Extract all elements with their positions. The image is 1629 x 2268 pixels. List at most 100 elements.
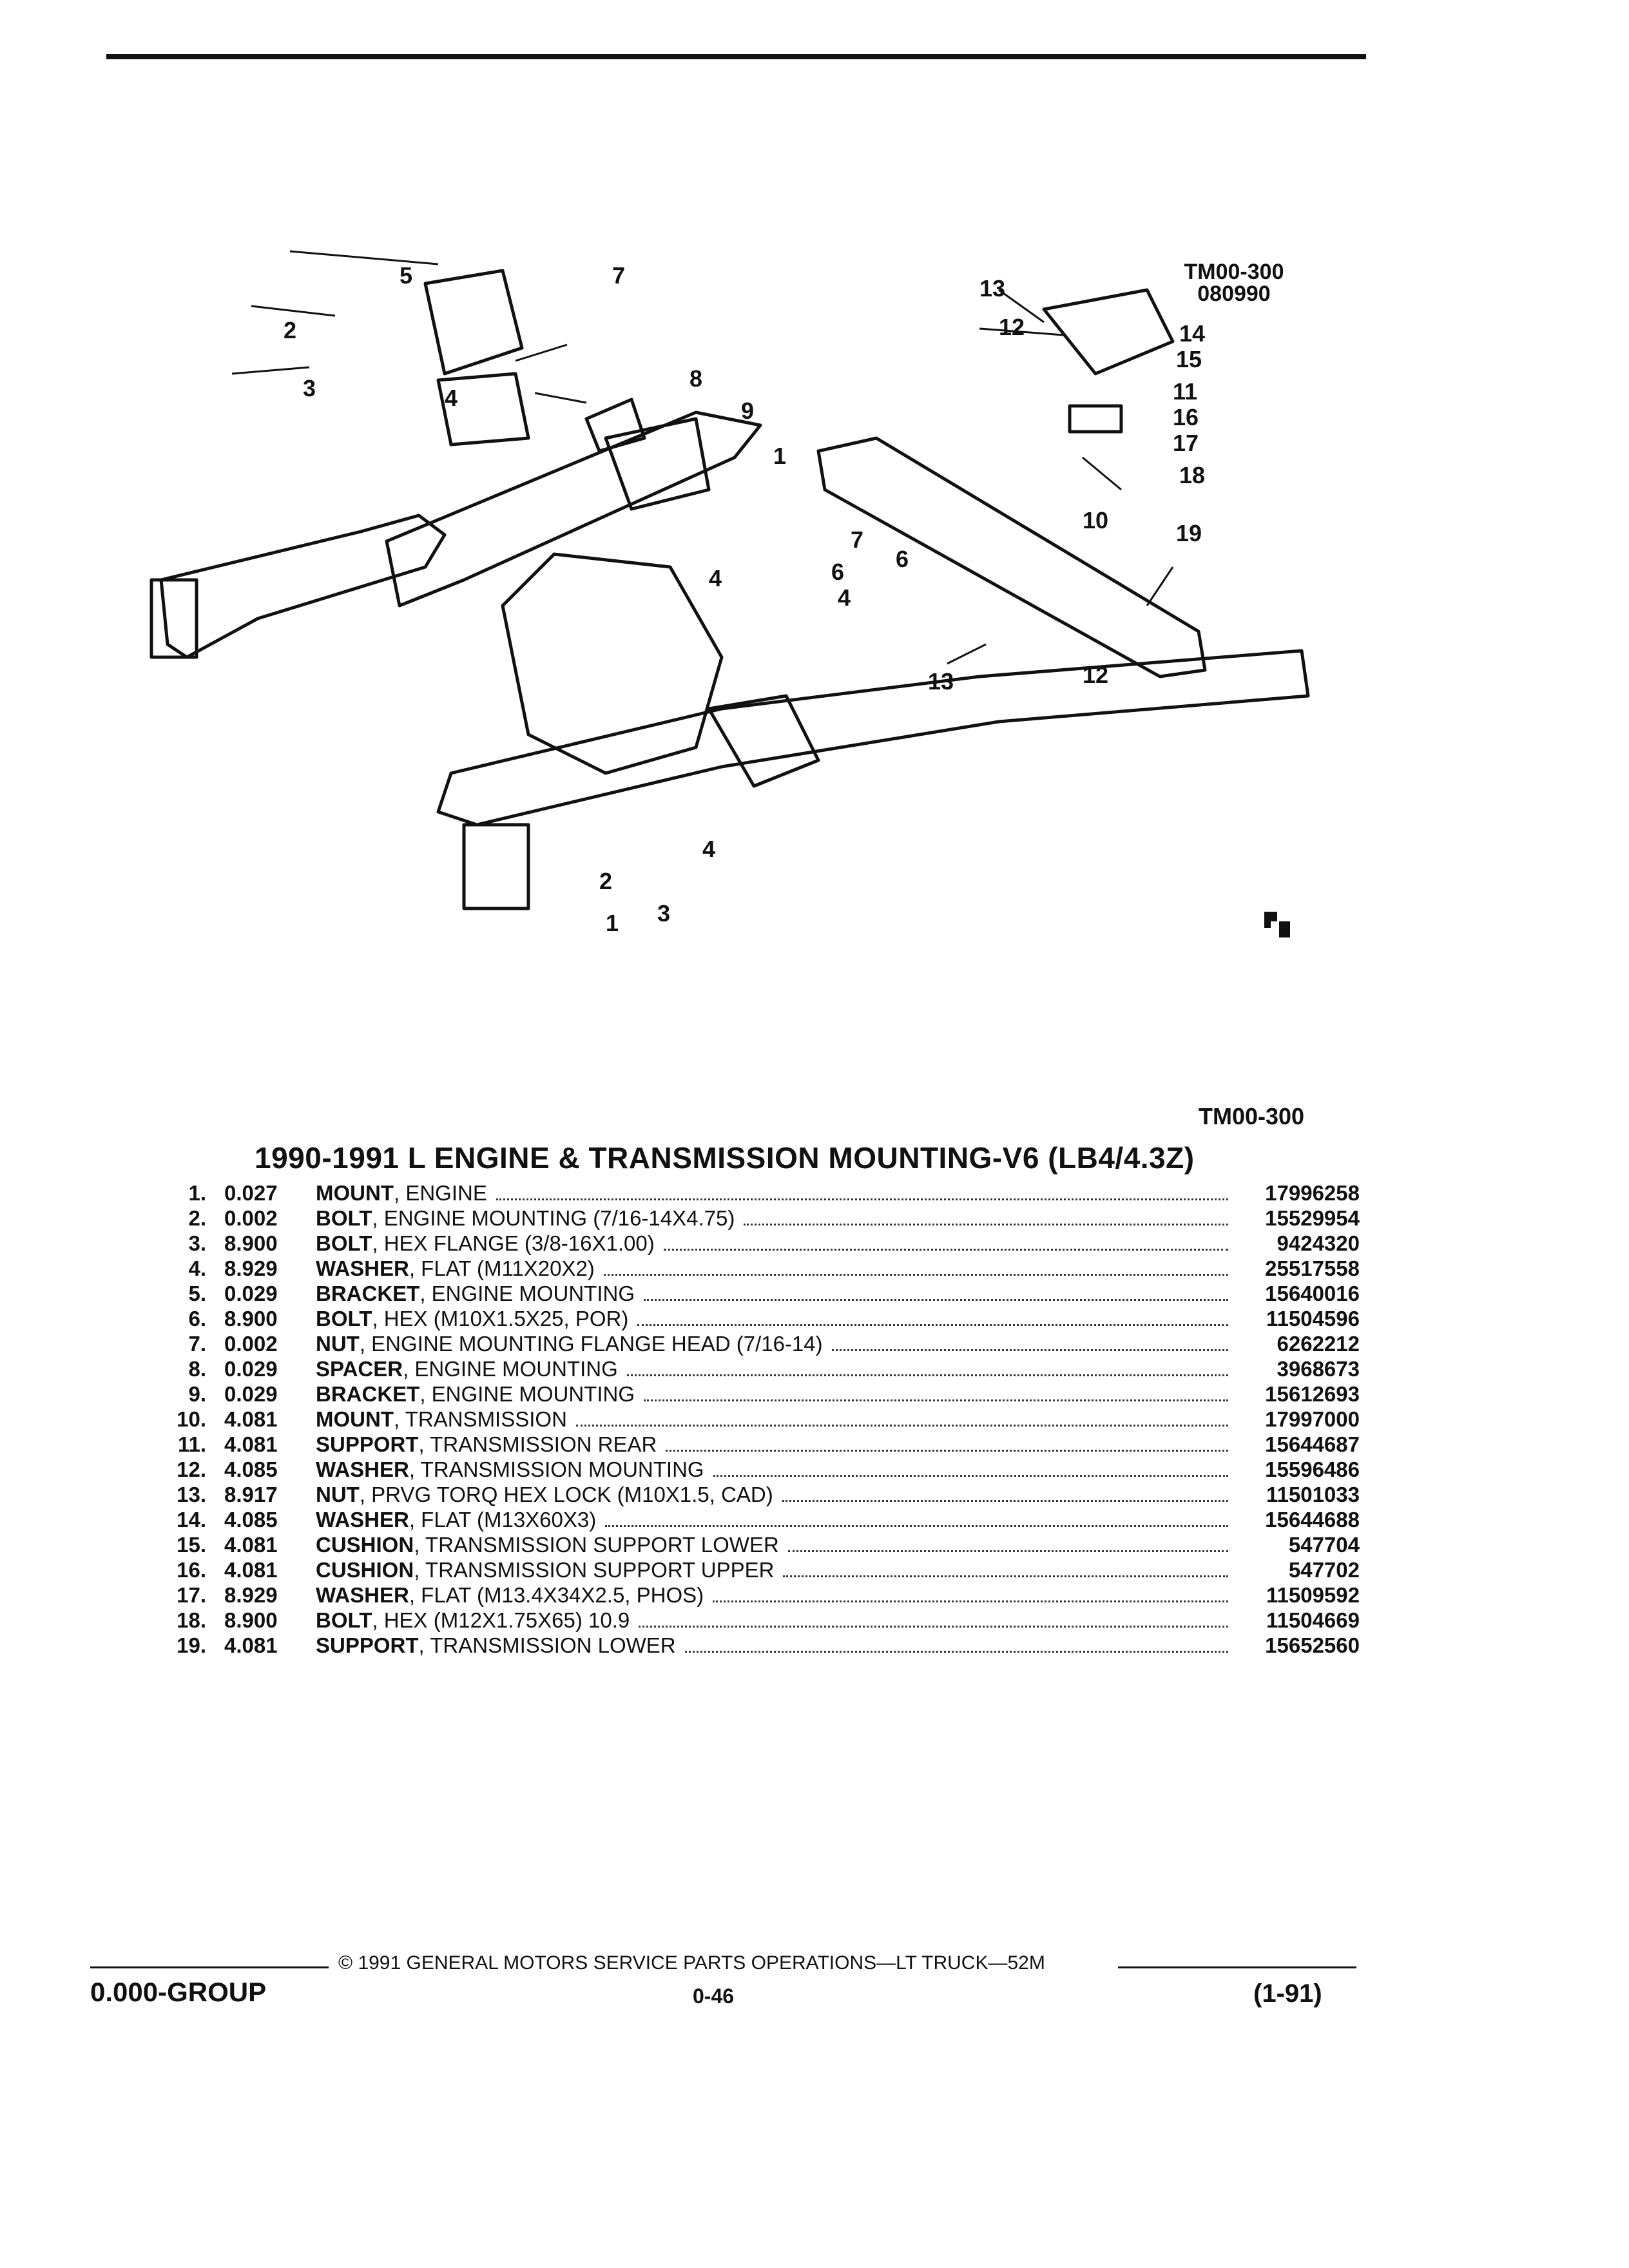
part-detail: , TRANSMISSION LOWER bbox=[418, 1633, 676, 1657]
part-item-number: 7. bbox=[188, 1332, 206, 1356]
part-item-number: 5. bbox=[188, 1282, 206, 1305]
part-detail: , FLAT (M11X20X2) bbox=[409, 1256, 595, 1280]
dot-leader bbox=[663, 1249, 1228, 1251]
callout-13b: 13 bbox=[928, 668, 954, 695]
part-item-number: 15. bbox=[177, 1533, 206, 1557]
part-group-code: 4.085 bbox=[224, 1457, 278, 1481]
diagram-code-line-2: 080990 bbox=[1197, 282, 1271, 306]
callout-14: 14 bbox=[1179, 320, 1205, 347]
part-detail: , FLAT (M13.4X34X2.5, PHOS) bbox=[409, 1583, 704, 1607]
upper-crossmember bbox=[385, 410, 762, 608]
part-group-code: 4.081 bbox=[224, 1533, 278, 1557]
part-item-number: 18. bbox=[177, 1608, 206, 1632]
part-number: 15644687 bbox=[1265, 1432, 1360, 1456]
engine-mount-lower bbox=[707, 694, 820, 788]
part-item-number: 16. bbox=[177, 1558, 206, 1582]
exploded-diagram: 1 1 2 2 3 3 4 4 4 4 5 6 6 7 7 8 9 10 11 … bbox=[142, 206, 1327, 979]
group-label: 0.000-GROUP bbox=[90, 1977, 267, 2007]
part-group-code: 0.029 bbox=[224, 1282, 278, 1305]
part-detail: , TRANSMISSION MOUNTING bbox=[409, 1457, 704, 1481]
part-number: 15596486 bbox=[1265, 1457, 1360, 1481]
part-number: 11504596 bbox=[1266, 1307, 1360, 1331]
dot-leader bbox=[783, 1575, 1228, 1577]
part-name: BOLT bbox=[316, 1206, 372, 1230]
part-detail: , FLAT (M13X60X3) bbox=[409, 1508, 597, 1532]
dot-leader bbox=[787, 1550, 1228, 1552]
frame-outline bbox=[149, 269, 1310, 910]
callout-1a: 1 bbox=[773, 443, 786, 469]
part-detail: , ENGINE MOUNTING FLANGE HEAD (7/16-14) bbox=[359, 1332, 823, 1356]
part-detail: , ENGINE MOUNTING bbox=[419, 1382, 635, 1406]
part-name: SPACER bbox=[316, 1357, 403, 1381]
callout-13a: 13 bbox=[979, 275, 1005, 302]
part-name: CUSHION bbox=[316, 1533, 414, 1557]
part-item-number: 17. bbox=[177, 1583, 206, 1607]
part-item-number: 4. bbox=[188, 1256, 206, 1280]
part-group-code: 0.027 bbox=[224, 1181, 278, 1205]
part-number: 3968673 bbox=[1277, 1357, 1360, 1381]
part-item-number: 14. bbox=[177, 1508, 206, 1532]
callout-12b: 12 bbox=[1083, 662, 1108, 688]
part-description: BOLT, HEX (M10X1.5X25, POR) bbox=[316, 1306, 628, 1331]
part-group-code: 8.900 bbox=[224, 1231, 278, 1255]
callout-17: 17 bbox=[1173, 430, 1199, 456]
part-description: BRACKET, ENGINE MOUNTING bbox=[316, 1281, 635, 1306]
part-description: NUT, PRVG TORQ HEX LOCK (M10X1.5, CAD) bbox=[316, 1482, 773, 1507]
part-number: 15652560 bbox=[1265, 1633, 1360, 1657]
callout-3b: 3 bbox=[657, 900, 670, 927]
diagram-code-top: TM00-300 080990 bbox=[1170, 261, 1298, 305]
leader-lines bbox=[231, 250, 1174, 665]
part-number: 11509592 bbox=[1266, 1583, 1360, 1607]
part-name: BOLT bbox=[316, 1608, 372, 1632]
callout-4d: 4 bbox=[702, 836, 715, 862]
dot-leader bbox=[639, 1626, 1228, 1628]
callout-12a: 12 bbox=[999, 314, 1025, 340]
rail-end-left bbox=[149, 578, 198, 659]
revision-date: (1-91) bbox=[1253, 1979, 1322, 2008]
part-group-code: 8.917 bbox=[224, 1483, 278, 1506]
part-item-number: 19. bbox=[177, 1633, 206, 1657]
part-description: BOLT, HEX (M12X1.75X65) 10.9 bbox=[316, 1608, 630, 1633]
callout-15: 15 bbox=[1176, 346, 1202, 372]
part-item-number: 6. bbox=[188, 1307, 206, 1331]
part-detail: , ENGINE MOUNTING (7/16-14X4.75) bbox=[372, 1206, 735, 1230]
part-group-code: 0.029 bbox=[224, 1382, 278, 1406]
part-description: WASHER, FLAT (M11X20X2) bbox=[316, 1256, 595, 1281]
frame-diagram-svg: 1 1 2 2 3 3 4 4 4 4 5 6 6 7 7 8 9 10 11 … bbox=[149, 250, 1310, 936]
part-number: 547702 bbox=[1288, 1558, 1360, 1582]
part-description: SUPPORT, TRANSMISSION REAR bbox=[316, 1432, 657, 1457]
part-number: 9424320 bbox=[1277, 1231, 1360, 1255]
part-detail: , HEX (M12X1.75X65) 10.9 bbox=[372, 1608, 630, 1632]
part-description: SPACER, ENGINE MOUNTING bbox=[316, 1356, 618, 1381]
part-name: CUSHION bbox=[316, 1558, 414, 1582]
front-frame-rail bbox=[436, 649, 1310, 827]
callout-7b: 7 bbox=[851, 526, 863, 553]
part-name: BRACKET bbox=[316, 1282, 420, 1305]
callout-4c: 4 bbox=[838, 584, 851, 611]
transmission-support-lower bbox=[816, 436, 1207, 678]
diagram-code-bottom: TM00-300 bbox=[1199, 1103, 1305, 1129]
callout-8: 8 bbox=[689, 365, 702, 392]
part-detail: , ENGINE MOUNTING bbox=[403, 1357, 618, 1381]
part-group-code: 0.029 bbox=[224, 1357, 278, 1381]
part-item-number: 1. bbox=[188, 1181, 206, 1205]
dot-leader bbox=[637, 1324, 1228, 1326]
callout-19: 19 bbox=[1176, 520, 1202, 546]
part-name: WASHER bbox=[316, 1457, 409, 1481]
part-description: BRACKET, ENGINE MOUNTING bbox=[316, 1381, 635, 1407]
dot-leader bbox=[644, 1399, 1228, 1401]
part-detail: , TRANSMISSION bbox=[393, 1407, 567, 1431]
part-detail: , ENGINE bbox=[393, 1181, 487, 1205]
part-group-code: 4.081 bbox=[224, 1633, 278, 1657]
part-item-number: 11. bbox=[177, 1432, 206, 1456]
part-number: 11504669 bbox=[1266, 1608, 1360, 1632]
